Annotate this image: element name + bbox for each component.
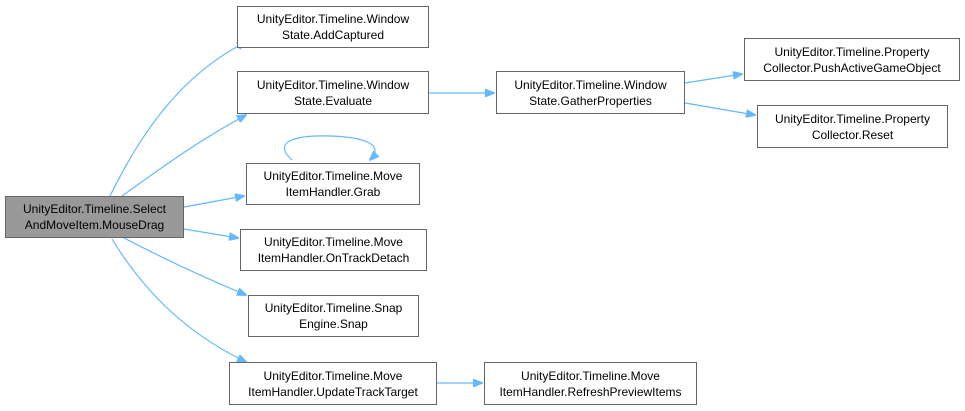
- edge-root-to-updatetracktarget: [111, 238, 246, 362]
- node-label-line1: UnityEditor.Timeline.Property: [774, 44, 930, 59]
- node-label-line2: ItemHandler.Grab: [285, 185, 381, 199]
- node-move-item-handler-refresh-preview-items[interactable]: UnityEditor.Timeline.Move ItemHandler.Re…: [484, 362, 697, 405]
- edge-gather-to-pushactivegameobject: [684, 74, 742, 84]
- node-label-line2: Collector.PushActiveGameObject: [763, 60, 941, 75]
- node-label-line1: UnityEditor.Timeline.Window: [256, 77, 410, 92]
- edge-root-to-ontrackdetach: [183, 228, 238, 238]
- node-label-line1: UnityEditor.Timeline.Move: [263, 169, 403, 183]
- edge-grab-self-loop: [284, 135, 375, 160]
- node-window-state-evaluate[interactable]: UnityEditor.Timeline.Window State.Evalua…: [237, 71, 429, 114]
- node-label-line1: UnityEditor.Timeline.Window: [514, 77, 667, 92]
- node-label-line1: UnityEditor.Timeline.Property: [775, 111, 930, 126]
- edge-root-to-addcaptured: [109, 42, 246, 197]
- node-label-line2: Engine.Snap: [299, 317, 368, 331]
- node-window-state-gather-properties[interactable]: UnityEditor.Timeline.Window State.Gather…: [496, 71, 685, 114]
- node-label-line1: UnityEditor.Timeline.Snap: [264, 301, 403, 315]
- node-label-line2: ItemHandler.RefreshPreviewItems: [499, 384, 682, 399]
- node-label-line2: State.GatherProperties: [529, 93, 652, 108]
- node-move-item-handler-grab[interactable]: UnityEditor.Timeline.Move ItemHandler.Gr…: [246, 163, 420, 205]
- node-label-line2: Collector.Reset: [811, 127, 894, 142]
- node-label-line2: ItemHandler.OnTrackDetach: [257, 251, 410, 265]
- edge-gather-to-reset: [684, 102, 755, 115]
- node-label-line2: State.Evaluate: [293, 93, 373, 108]
- node-window-state-add-captured[interactable]: UnityEditor.Timeline.Window State.AddCap…: [237, 6, 429, 48]
- node-property-collector-push-active-game-object[interactable]: UnityEditor.Timeline.Property Collector.…: [744, 38, 960, 81]
- node-label-line2: State.AddCaptured: [281, 28, 385, 42]
- node-move-item-handler-on-track-detach[interactable]: UnityEditor.Timeline.Move ItemHandler.On…: [240, 229, 427, 271]
- node-label-line1: UnityEditor.Timeline.Window: [256, 12, 410, 26]
- node-select-and-move-item-mouse-drag[interactable]: UnityEditor.Timeline.Select AndMoveItem.…: [5, 196, 184, 238]
- node-label-line1: UnityEditor.Timeline.Move: [521, 368, 660, 383]
- node-snap-engine-snap[interactable]: UnityEditor.Timeline.Snap Engine.Snap: [248, 295, 419, 337]
- edge-root-to-grab: [183, 196, 244, 208]
- node-property-collector-reset[interactable]: UnityEditor.Timeline.Property Collector.…: [757, 105, 948, 148]
- node-move-item-handler-update-track-target[interactable]: UnityEditor.Timeline.Move ItemHandler.Up…: [229, 362, 437, 405]
- node-label-line1: UnityEditor.Timeline.Select: [23, 202, 166, 216]
- node-label-line2: AndMoveItem.MouseDrag: [24, 218, 165, 232]
- node-label-line1: UnityEditor.Timeline.Move: [264, 235, 403, 249]
- node-label-line1: UnityEditor.Timeline.Move: [263, 368, 403, 383]
- edge-root-to-snap: [123, 237, 246, 295]
- edge-root-to-evaluate: [121, 115, 246, 197]
- node-label-line2: ItemHandler.UpdateTrackTarget: [248, 384, 418, 399]
